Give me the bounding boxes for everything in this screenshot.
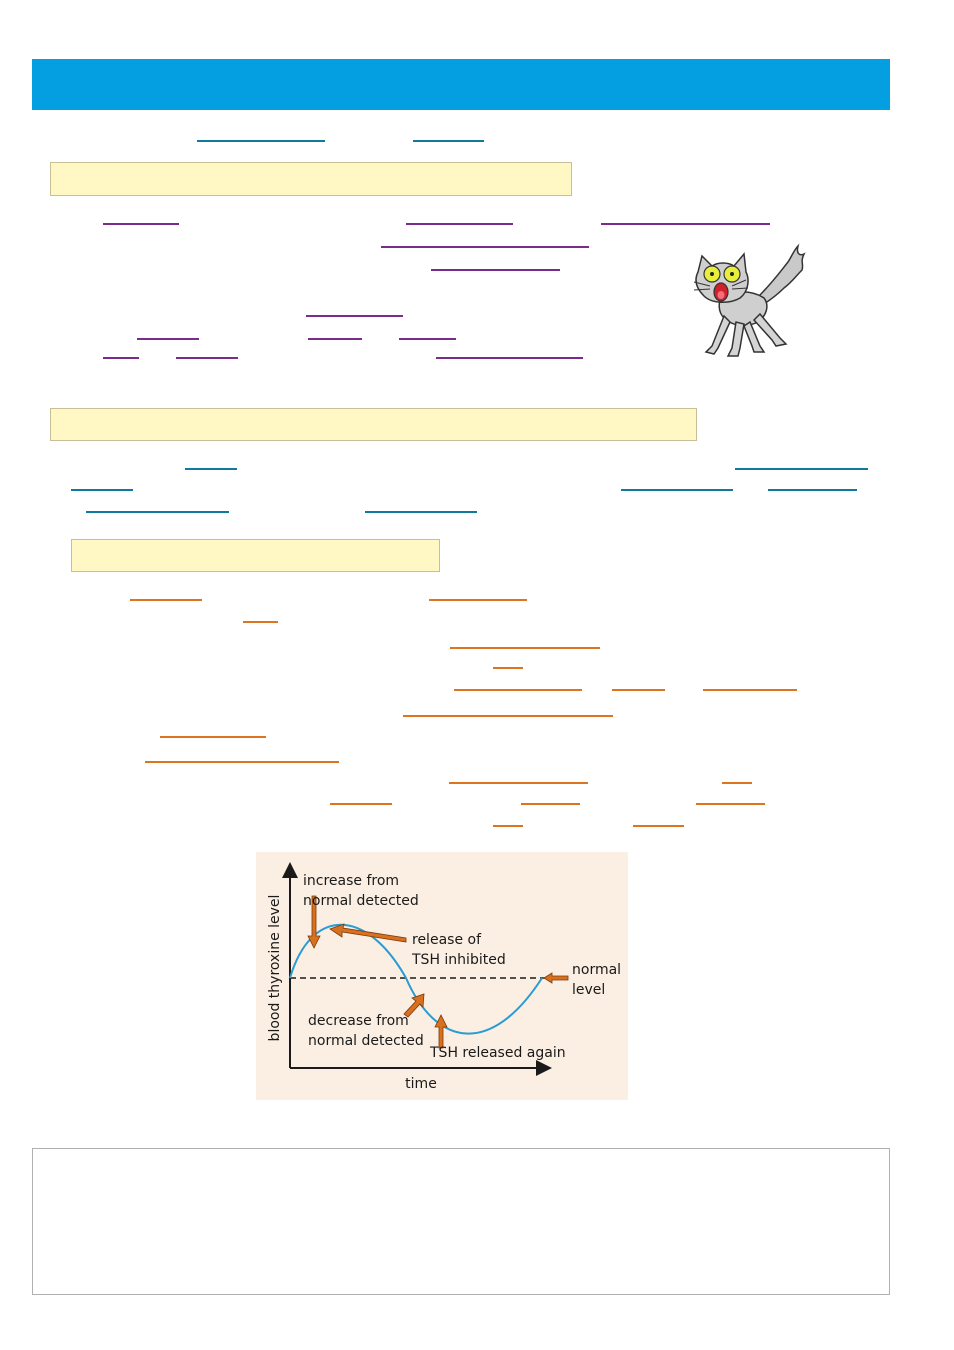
annotation-tsh-released: TSH released again — [429, 1045, 566, 1061]
blank-line[interactable] — [621, 489, 733, 491]
blank-line[interactable] — [454, 689, 582, 691]
tsh-released-arrow — [434, 1014, 448, 1049]
annotation-increase-line2: normal detected — [303, 893, 419, 909]
annotation-release-line2: TSH inhibited — [411, 952, 506, 968]
annotation-decrease-line2: normal detected — [308, 1033, 424, 1049]
title-bar — [32, 59, 890, 110]
blank-line[interactable] — [521, 803, 580, 805]
blank-line[interactable] — [493, 825, 523, 827]
blank-line[interactable] — [145, 761, 339, 763]
blank-line[interactable] — [403, 715, 613, 717]
blank-line[interactable] — [601, 223, 770, 225]
blank-line[interactable] — [406, 223, 513, 225]
blank-line[interactable] — [185, 468, 237, 470]
release-inhibited-arrow — [329, 923, 407, 943]
blank-line[interactable] — [431, 269, 560, 271]
section-heading-box — [50, 162, 572, 196]
blank-line[interactable] — [86, 511, 229, 513]
section-heading-box — [50, 408, 697, 441]
blank-line[interactable] — [429, 599, 527, 601]
blank-line[interactable] — [612, 689, 665, 691]
blank-line[interactable] — [703, 689, 797, 691]
blank-line[interactable] — [306, 315, 403, 317]
thyroxine-curve — [289, 923, 543, 1035]
blank-line[interactable] — [308, 338, 362, 340]
blank-line[interactable] — [768, 489, 857, 491]
blank-line[interactable] — [103, 223, 179, 225]
blank-line[interactable] — [436, 357, 583, 359]
annotation-normal-line1: normal — [572, 962, 621, 978]
blank-line[interactable] — [722, 782, 752, 784]
section-heading-box — [71, 539, 440, 572]
annotation-normal-line2: level — [572, 982, 605, 998]
blank-line[interactable] — [399, 338, 456, 340]
scared-cat-icon — [693, 243, 806, 357]
blank-line[interactable] — [365, 511, 477, 513]
blank-line[interactable] — [330, 803, 392, 805]
x-axis-label: time — [405, 1076, 437, 1092]
blank-line[interactable] — [735, 468, 868, 470]
blank-line[interactable] — [696, 803, 765, 805]
annotation-decrease-line1: decrease from — [308, 1013, 409, 1029]
blank-line[interactable] — [243, 621, 278, 623]
blank-line[interactable] — [493, 667, 523, 669]
increase-arrow — [307, 895, 321, 949]
blank-line[interactable] — [633, 825, 684, 827]
blank-line[interactable] — [137, 338, 199, 340]
blank-line[interactable] — [381, 246, 589, 248]
blank-line[interactable] — [450, 647, 600, 649]
blank-line[interactable] — [103, 357, 139, 359]
blank-line[interactable] — [176, 357, 238, 359]
annotation-release-line1: release of — [412, 932, 482, 948]
decrease-arrow — [403, 993, 425, 1018]
blank-line[interactable] — [130, 599, 202, 601]
blank-line[interactable] — [413, 140, 484, 142]
thyroxine-graph: blood thyroxine level time increase from… — [256, 852, 628, 1100]
blank-line[interactable] — [449, 782, 588, 784]
blank-line[interactable] — [197, 140, 325, 142]
blank-line[interactable] — [71, 489, 133, 491]
answer-box[interactable] — [32, 1148, 890, 1295]
blank-line[interactable] — [160, 736, 266, 738]
y-axis-label: blood thyroxine level — [267, 895, 283, 1042]
normal-level-arrow — [543, 972, 569, 984]
annotation-increase-line1: increase from — [303, 873, 399, 889]
